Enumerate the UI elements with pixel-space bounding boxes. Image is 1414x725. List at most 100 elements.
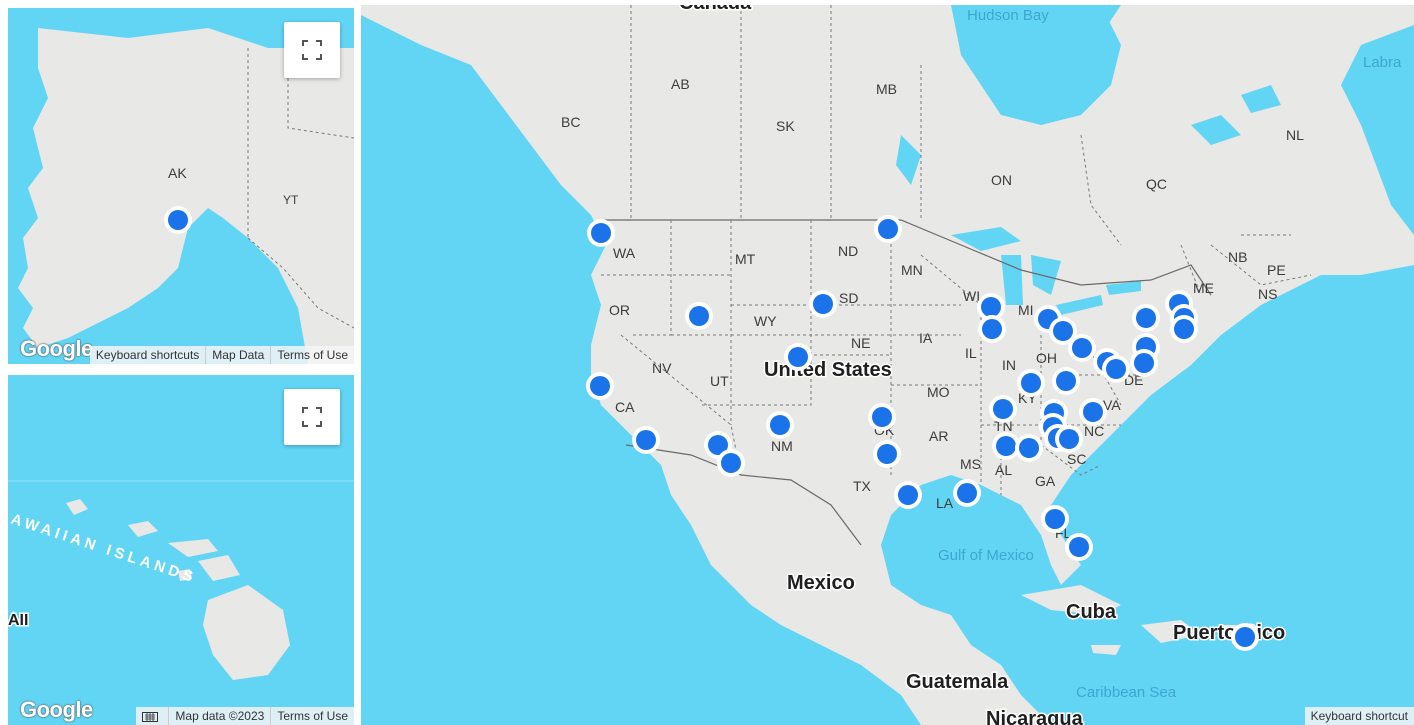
location-marker[interactable] [1079,398,1107,426]
location-marker[interactable] [164,206,192,234]
region-label-qc: QC [1146,176,1167,192]
country-label-guatemala: Guatemala [906,671,1009,693]
region-label-ar: AR [929,428,948,444]
location-marker[interactable] [685,302,713,330]
region-label-me: ME [1193,280,1214,296]
country-label-cuba: Cuba [1066,601,1117,623]
location-marker[interactable] [1170,315,1198,343]
hudson-bay [951,5,1121,125]
region-label-yt: YT [283,193,299,207]
location-marker[interactable] [873,440,901,468]
main-map-canvas[interactable]: AB MB BC SK NL ON QC WA MT ND MN NB PE N… [361,5,1414,725]
location-marker[interactable] [1231,623,1259,651]
location-marker[interactable] [1052,367,1080,395]
location-marker[interactable] [977,293,1005,321]
region-label-mb: MB [876,81,897,97]
region-label-il: IL [965,345,977,361]
location-marker[interactable] [1041,505,1069,533]
location-marker[interactable] [978,315,1006,343]
island-hawaii [203,585,290,680]
location-marker[interactable] [989,395,1017,423]
yt-bc-border [247,237,354,329]
location-marker[interactable] [784,343,812,371]
region-label-ab: AB [671,76,690,92]
location-marker[interactable] [1068,334,1096,362]
map-data-link[interactable]: Map data ©2023 [168,707,270,725]
region-label-de: DE [1124,372,1143,388]
lake-huron [1031,255,1061,295]
region-label-sd: SD [839,290,858,306]
location-marker[interactable] [894,481,922,509]
region-label-la: LA [936,495,954,511]
fullscreen-button[interactable] [284,22,340,78]
region-label-ia: IA [919,330,933,346]
lake-winnipeg [896,135,921,185]
region-label-nm: NM [771,438,793,454]
water-label-gulf-of-mexico: Gulf of Mexico [938,547,1034,564]
terms-of-use-link[interactable]: Terms of Use [270,707,354,725]
region-label-oh: OH [1036,350,1057,366]
quebec-lake [1241,85,1281,113]
water-inlet [8,108,18,138]
region-label-nc: NC [1084,423,1104,439]
fullscreen-icon [302,407,322,427]
location-marker[interactable] [632,426,660,454]
country-label-united-states: United States [764,359,892,381]
region-label-mo: MO [927,384,950,400]
north-america-map-panel[interactable]: AB MB BC SK NL ON QC WA MT ND MN NB PE N… [361,5,1414,725]
location-marker[interactable] [1017,369,1045,397]
location-marker[interactable] [874,215,902,243]
location-marker[interactable] [1065,533,1093,561]
region-label-ns: NS [1258,286,1277,302]
hawaii-map-panel[interactable]: AWAIIAN ISLANDS AII Google Map data ©202… [8,375,354,725]
location-marker[interactable] [717,449,745,477]
region-label-nv: NV [652,360,672,376]
island-kauai [66,499,88,515]
location-marker[interactable] [1049,317,1077,345]
location-marker[interactable] [1102,355,1130,383]
location-marker[interactable] [992,432,1020,460]
island-maui [198,555,240,581]
location-marker[interactable] [1132,304,1160,332]
location-marker[interactable] [587,219,615,247]
location-marker[interactable] [868,403,896,431]
alaska-landmass [18,28,354,364]
google-logo: Google [20,697,93,722]
location-marker[interactable] [809,290,837,318]
country-label-mexico: Mexico [787,572,855,594]
region-label-mn: MN [901,262,923,278]
keyboard-shortcuts-button[interactable] [136,707,168,725]
region-label-ca: CA [615,399,635,415]
fullscreen-button[interactable] [284,389,340,445]
terms-of-use-link[interactable]: Terms of Use [270,346,354,364]
water-inlet [8,148,20,168]
keyboard-shortcuts-link[interactable]: Keyboard shortcut [1310,709,1408,723]
location-marker[interactable] [1055,425,1083,453]
keyboard-icon [142,711,159,722]
north-america-landmass [361,5,1414,725]
region-label-bc: BC [561,114,580,130]
location-marker[interactable] [766,411,794,439]
region-label-sc: SC [1067,451,1086,467]
island-cuba [1021,585,1121,615]
keyboard-shortcuts-link[interactable]: Keyboard shortcuts [95,348,200,362]
region-label-pe: PE [1267,262,1286,278]
lake-erie [1056,295,1103,315]
region-label-mt: MT [735,251,756,267]
location-marker[interactable] [1015,434,1043,462]
region-label-sk: SK [776,118,795,134]
map-data-link[interactable]: Map Data [205,346,270,364]
region-label-wa: WA [613,245,636,261]
hawaii-map-canvas[interactable]: AWAIIAN ISLANDS AII [8,375,354,725]
location-marker[interactable] [586,372,614,400]
location-marker[interactable] [953,479,981,507]
region-label-ut: UT [710,373,729,389]
water-label-caribbean-sea: Caribbean Sea [1076,684,1177,701]
region-label-wi: WI [963,288,980,304]
location-marker[interactable] [1130,349,1158,377]
region-labels: AB MB BC SK NL ON QC WA MT ND MN NB PE N… [561,76,1304,541]
water-label-gulf-of-mexico: Gulf of Mexico [938,547,1034,564]
region-label-tx: TX [853,478,872,494]
lake-michigan [1001,255,1023,305]
alaska-map-panel[interactable]: AK YT Google Keyboard shortcuts Map Data… [8,8,354,364]
